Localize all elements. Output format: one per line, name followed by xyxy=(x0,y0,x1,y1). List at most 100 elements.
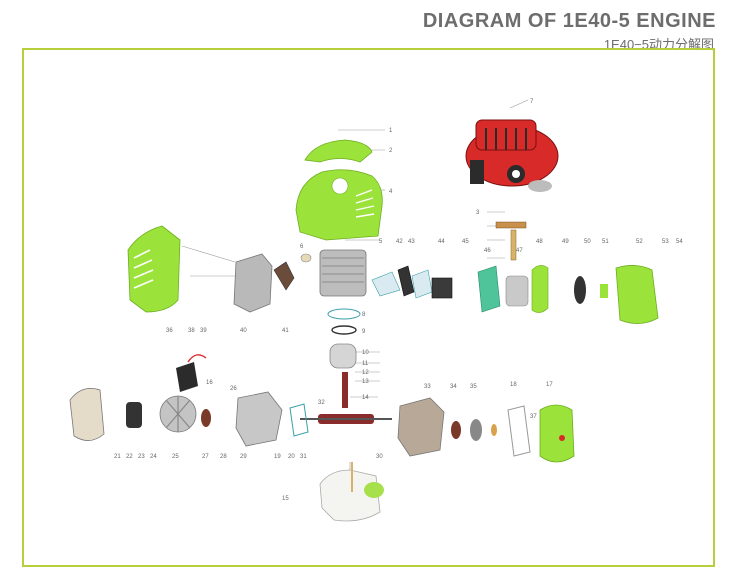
callout-34: 34 xyxy=(450,384,457,390)
carb-gasket xyxy=(477,265,501,313)
washer xyxy=(491,424,497,436)
shroud-vents xyxy=(355,189,375,218)
intake-gasket-2 xyxy=(411,269,433,299)
callout-7: 7 xyxy=(530,99,534,105)
callout-18: 18 xyxy=(510,382,517,388)
callout-3: 3 xyxy=(476,210,480,216)
fuel-pipe xyxy=(510,229,517,261)
callout-15: 15 xyxy=(282,496,289,502)
callout-36: 36 xyxy=(166,328,173,334)
spark-plug xyxy=(300,253,312,263)
callout-52: 52 xyxy=(636,239,643,245)
callout-41: 41 xyxy=(282,328,289,334)
piston-ring-gasket xyxy=(327,308,361,320)
air-filter-base xyxy=(505,275,529,307)
callout-4: 4 xyxy=(389,189,393,195)
ignition-coil xyxy=(176,362,198,392)
callout-19: 19 xyxy=(274,454,281,460)
fuel-tank-cover xyxy=(539,404,575,463)
callout-16: 16 xyxy=(206,380,213,386)
callout-32: 32 xyxy=(318,400,325,406)
diagram-title: DIAGRAM OF 1E40-5 ENGINE xyxy=(422,10,716,32)
callout-44: 44 xyxy=(438,239,445,245)
reed-plate xyxy=(495,221,527,229)
flywheel-fins xyxy=(165,396,191,432)
end-cover-gasket xyxy=(507,405,531,457)
fan-cover-vents xyxy=(133,249,154,289)
piston-ring xyxy=(331,325,357,335)
callout-29: 29 xyxy=(240,454,247,460)
callout-46: 46 xyxy=(484,248,491,254)
diagram-frame xyxy=(22,48,715,567)
callout-14: 14 xyxy=(362,395,369,401)
connecting-rod xyxy=(342,372,348,408)
callout-27: 27 xyxy=(202,454,209,460)
callout-6: 6 xyxy=(300,244,304,250)
callout-28: 28 xyxy=(220,454,227,460)
callout-17: 17 xyxy=(546,382,553,388)
callout-43: 43 xyxy=(408,239,415,245)
callout-25: 25 xyxy=(172,454,179,460)
clutch-housing xyxy=(69,387,105,441)
callout-8: 8 xyxy=(362,312,366,318)
callout-37: 37 xyxy=(530,414,537,420)
shroud-hole xyxy=(331,177,349,195)
callout-30: 30 xyxy=(376,454,383,460)
callout-35: 35 xyxy=(470,384,477,390)
cylinder-fins xyxy=(322,257,364,283)
callout-9: 9 xyxy=(362,329,366,335)
intake-gasket xyxy=(371,271,401,297)
callout-54: 54 xyxy=(676,239,683,245)
crankcase-gasket xyxy=(289,403,309,437)
callout-24: 24 xyxy=(150,454,157,460)
callout-49: 49 xyxy=(562,239,569,245)
callout-39: 39 xyxy=(200,328,207,334)
callout-10: 10 xyxy=(362,350,369,356)
callout-40: 40 xyxy=(240,328,247,334)
assembled-engine xyxy=(465,119,559,192)
air-filter-element xyxy=(574,276,586,304)
callout-45: 45 xyxy=(462,239,469,245)
callout-1: 1 xyxy=(389,128,393,134)
ignition-wire xyxy=(187,354,207,363)
piston xyxy=(329,343,357,369)
primer-button xyxy=(559,435,565,441)
callout-2: 2 xyxy=(389,148,393,154)
callout-23: 23 xyxy=(138,454,145,460)
air-filter-screen xyxy=(600,284,608,298)
carburetor xyxy=(431,277,453,299)
fuel-cap xyxy=(364,482,384,498)
side-fan-cover xyxy=(127,225,181,313)
callout-50: 50 xyxy=(584,239,591,245)
callout-47: 47 xyxy=(516,248,523,254)
callout-21: 21 xyxy=(114,454,121,460)
callout-38: 38 xyxy=(188,328,195,334)
callout-20: 20 xyxy=(288,454,295,460)
callout-53: 53 xyxy=(662,239,669,245)
muffler xyxy=(233,253,273,313)
bearing-2 xyxy=(470,419,482,441)
callout-26: 26 xyxy=(230,386,237,392)
cylinder xyxy=(319,249,367,297)
callout-31: 31 xyxy=(300,454,307,460)
insulator xyxy=(397,265,415,297)
callout-labels: 1 2 4 5 6 7 3 8 9 10 11 12 13 14 15 16 1… xyxy=(114,99,683,502)
callout-22: 22 xyxy=(126,454,133,460)
cylinder-shroud xyxy=(295,169,383,241)
callout-42: 42 xyxy=(396,239,403,245)
callout-33: 33 xyxy=(424,384,431,390)
muffler-gasket xyxy=(273,261,295,291)
air-filter-cover xyxy=(615,265,659,324)
top-shroud-cap xyxy=(304,139,373,163)
oil-seal xyxy=(201,409,211,427)
starter-pulley xyxy=(126,402,142,428)
bearing xyxy=(451,421,461,439)
callout-48: 48 xyxy=(536,239,543,245)
fuel-tank xyxy=(319,469,381,522)
crankcase-right xyxy=(397,397,445,457)
callout-11: 11 xyxy=(362,361,369,367)
air-filter-plate xyxy=(531,265,549,313)
callout-5: 5 xyxy=(379,239,383,245)
callout-12: 12 xyxy=(362,370,369,376)
